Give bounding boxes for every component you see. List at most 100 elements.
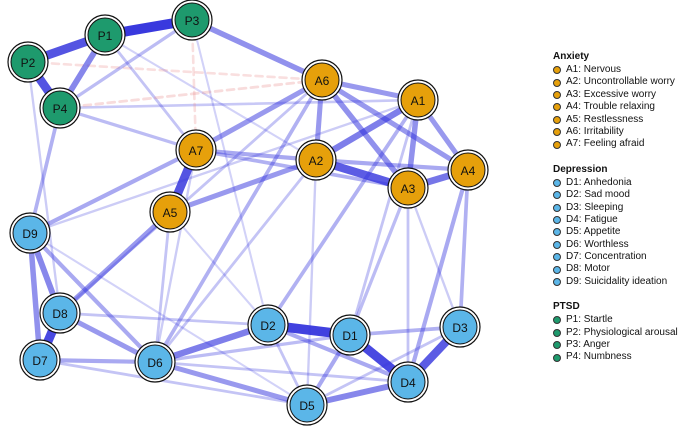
node-label: D1	[342, 329, 358, 343]
legend-dot-icon	[553, 115, 561, 124]
node-label: D5	[299, 399, 315, 413]
node-label: P2	[21, 56, 36, 70]
legend-item-label: D3: Sleeping	[566, 201, 624, 213]
legend-dot-icon	[553, 103, 561, 112]
node-A6: A6	[301, 59, 343, 101]
legend-item: D4: Fatigue	[553, 214, 685, 226]
legend-item-label: D1: Anhedonia	[566, 176, 632, 188]
node-fill	[42, 90, 78, 126]
node-label: A5	[163, 206, 178, 220]
node-P2: P2	[7, 41, 49, 83]
legend-dot-icon	[553, 328, 561, 337]
edge-layer	[23, 15, 472, 408]
edge-A2-A5	[167, 157, 319, 215]
node-label: A7	[189, 144, 204, 158]
node-D5: D5	[286, 384, 328, 426]
node-fill	[390, 364, 426, 400]
edge-A2-D5	[305, 158, 318, 407]
node-P3: P3	[171, 0, 213, 41]
node-label: P4	[53, 102, 68, 116]
edge-P2-D8	[26, 60, 62, 315]
legend-item: D9: Suicidality ideation	[553, 276, 685, 288]
legend-dot-icon	[553, 353, 561, 362]
edge-A7-D9	[27, 147, 199, 236]
node-label: D3	[452, 321, 468, 335]
edge-P3-A7	[190, 18, 198, 152]
legend-dot-icon	[553, 178, 561, 187]
edge-D2-D4	[265, 322, 411, 385]
edge-P4-A7	[58, 106, 198, 152]
legend-dot-icon	[553, 265, 561, 274]
legend-item: D8: Motor	[553, 263, 685, 275]
node-fill	[178, 132, 214, 168]
legend-item: A1: Nervous	[553, 64, 685, 76]
edge-P3-A6	[189, 17, 325, 83]
edge-A6-A4	[319, 77, 471, 173]
legend-dot-icon	[553, 316, 561, 325]
legend-dot-icon	[553, 66, 561, 75]
legend-item: D6: Worthless	[553, 239, 685, 251]
legend-title: Anxiety	[553, 51, 590, 62]
legend-item: P1: Startle	[553, 314, 685, 326]
edge-A1-D1	[348, 98, 420, 337]
node-label: A1	[411, 94, 426, 108]
edge-P1-A2	[103, 33, 318, 162]
legend-title: Depression	[553, 163, 608, 175]
edge-D8-D2	[58, 311, 270, 327]
legend-dot-icon	[553, 278, 561, 287]
legend-item-label: A3: Excessive worry	[566, 88, 657, 100]
legend-dot-icon	[553, 216, 561, 225]
node-fill	[304, 62, 340, 98]
legend-item: A2: Uncontrollable worry	[553, 76, 685, 88]
legend-item: P3: Anger	[553, 339, 685, 351]
legend-title: PTSD	[553, 301, 580, 313]
legend-item: P4: Numbness	[553, 351, 685, 363]
node-fill	[87, 17, 123, 53]
legend-item-label: P3: Anger	[566, 339, 610, 351]
node-fill	[289, 387, 325, 423]
legend-dot-icon	[553, 140, 561, 149]
legend-dot-icon	[553, 128, 561, 137]
node-fill	[22, 342, 58, 378]
legend-dot-icon	[553, 228, 561, 237]
edge-A4-D3	[458, 168, 470, 329]
legend-item: D7: Concentration	[553, 251, 685, 263]
edge-D9-D5	[28, 231, 309, 407]
legend-item: A3: Excessive worry	[553, 89, 685, 101]
legend-item-label: D8: Motor	[566, 263, 610, 275]
node-A1: A1	[397, 79, 439, 121]
legend-item-label: D6: Worthless	[566, 238, 629, 250]
legend-item: A4: Trouble relaxing	[553, 101, 685, 113]
legend-dot-icon	[553, 341, 561, 350]
node-fill	[400, 82, 436, 118]
legend-dot-icon	[553, 240, 561, 249]
edge-A1-D2	[266, 98, 420, 327]
edge-A7-D6	[153, 148, 198, 364]
legend-item-label: A4: Trouble relaxing	[566, 101, 655, 113]
edge-P2-A6	[26, 60, 324, 82]
node-D1: D1	[329, 314, 371, 356]
node-label: A4	[461, 164, 476, 178]
edge-P3-P4	[58, 18, 194, 110]
legend-item: D5: Appetite	[553, 226, 685, 238]
node-D7: D7	[19, 339, 61, 381]
legend-item-label: A5: Restlessness	[566, 113, 644, 125]
node-label: A3	[401, 182, 416, 196]
node-label: D4	[400, 376, 416, 390]
node-D4: D4	[387, 361, 429, 403]
node-fill	[390, 170, 426, 206]
node-label: P3	[185, 14, 200, 28]
legend-item: D3: Sleeping	[553, 202, 685, 214]
edge-D6-D5	[152, 359, 310, 408]
legend-item-label: P2: Physiological arousal	[566, 326, 678, 338]
edge-D9-D6	[27, 230, 158, 365]
legend-item: P2: Physiological arousal	[553, 327, 685, 339]
node-label: A2	[309, 154, 324, 168]
node-label: D7	[32, 354, 48, 368]
edge-P4-A6	[58, 78, 324, 110]
